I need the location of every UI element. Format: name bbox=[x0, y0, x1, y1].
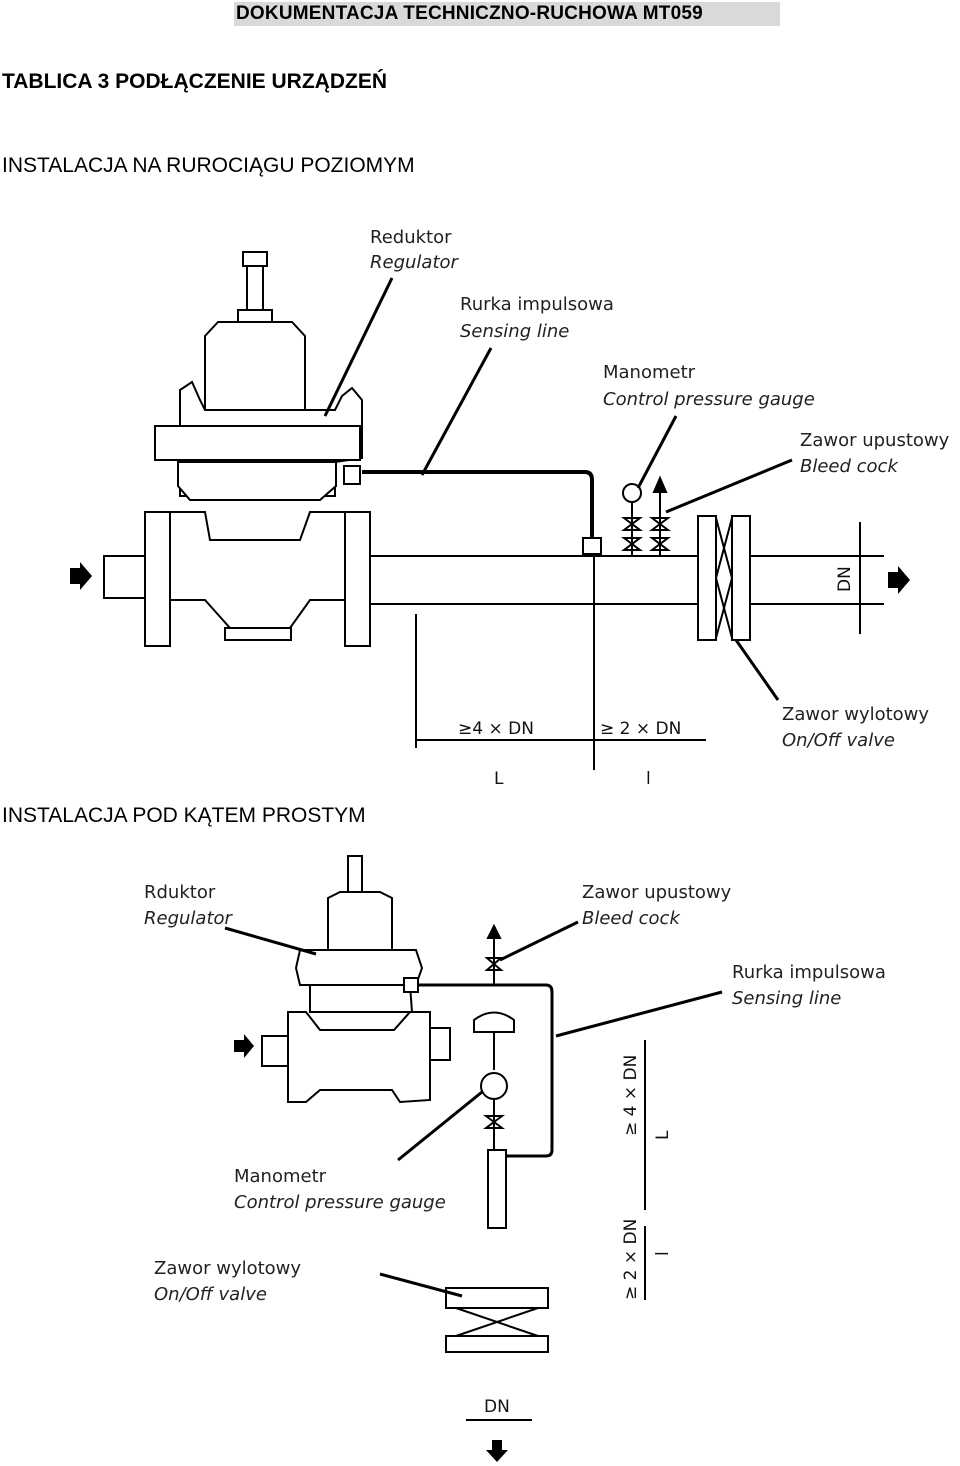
label-regulator-pl: Reduktor bbox=[370, 227, 452, 248]
valve-body bbox=[287, 1011, 431, 1104]
label-length-upper: L bbox=[653, 1130, 673, 1140]
inlet-flow-arrow-icon bbox=[70, 562, 92, 590]
label-gauge-en: Control pressure gauge bbox=[234, 1192, 446, 1213]
label-dim-upper: ≥ 4 × DN bbox=[621, 1055, 641, 1136]
label-length-left: L bbox=[494, 769, 504, 789]
label-bleed-pl: Zawor upustowy bbox=[800, 430, 950, 451]
label-dn: DN bbox=[835, 566, 855, 592]
label-length-lower: l bbox=[653, 1251, 673, 1256]
label-gauge-pl: Manometr bbox=[234, 1166, 327, 1187]
label-dim-lower: ≥ 2 × DN bbox=[621, 1219, 641, 1300]
label-dim-left: ≥4 × DN bbox=[458, 719, 534, 739]
document-header: DOKUMENTACJA TECHNICZNO-RUCHOWA MT059 bbox=[236, 3, 703, 24]
regulator-bonnet bbox=[204, 321, 306, 411]
header-bar bbox=[234, 2, 780, 26]
outlet-pipe bbox=[369, 555, 699, 605]
label-sensing-pl: Rurka impulsowa bbox=[460, 294, 614, 315]
label-sensing-en: Sensing line bbox=[732, 988, 841, 1009]
table-title: TABLICA 3 PODŁĄCZENIE URZĄDZEŃ bbox=[2, 70, 387, 93]
adjuster-cap bbox=[242, 251, 268, 267]
right-angle-installation-diagram: Rduktor Regulator Zawor upustowy Bleed c… bbox=[144, 855, 886, 1462]
adjuster-screw bbox=[246, 265, 264, 311]
outlet-flow-arrow-icon bbox=[888, 566, 910, 594]
label-regulator-en: Regulator bbox=[370, 252, 460, 273]
label-bleed-pl: Zawor upustowy bbox=[582, 882, 732, 903]
valve-body bbox=[169, 511, 346, 629]
label-onoff-en: On/Off valve bbox=[782, 730, 895, 751]
horizontal-installation-diagram: Reduktor Regulator Rurka impulsowa Sensi… bbox=[70, 227, 950, 789]
regulator-bonnet bbox=[327, 891, 393, 951]
section-title-horizontal: INSTALACJA NA RUROCIĄGU POZIOMYM bbox=[2, 154, 415, 177]
section-title-right-angle: INSTALACJA POD KĄTEM PROSTYM bbox=[2, 804, 366, 827]
inlet-flange bbox=[144, 511, 171, 647]
outlet-flow-arrow-icon bbox=[486, 1440, 508, 1462]
label-regulator-pl: Rduktor bbox=[144, 882, 216, 903]
label-gauge-pl: Manometr bbox=[603, 362, 696, 383]
label-regulator-en: Regulator bbox=[144, 908, 234, 929]
label-onoff-pl: Zawor wylotowy bbox=[154, 1258, 301, 1279]
adjuster-screw bbox=[347, 855, 363, 893]
inlet-flow-arrow-icon bbox=[234, 1034, 254, 1058]
label-onoff-pl: Zawor wylotowy bbox=[782, 704, 929, 725]
label-onoff-en: On/Off valve bbox=[154, 1284, 267, 1305]
label-bleed-en: Bleed cock bbox=[800, 456, 899, 477]
label-gauge-en: Control pressure gauge bbox=[603, 389, 815, 410]
label-dn: DN bbox=[484, 1397, 510, 1417]
label-dim-right: ≥ 2 × DN bbox=[600, 719, 681, 739]
label-bleed-en: Bleed cock bbox=[582, 908, 681, 929]
diaphragm-case bbox=[154, 425, 361, 461]
label-sensing-en: Sensing line bbox=[460, 321, 569, 342]
outlet-flange bbox=[344, 511, 371, 647]
outlet-pipe bbox=[487, 1149, 507, 1229]
label-length-right: l bbox=[646, 769, 651, 789]
label-sensing-pl: Rurka impulsowa bbox=[732, 962, 886, 983]
